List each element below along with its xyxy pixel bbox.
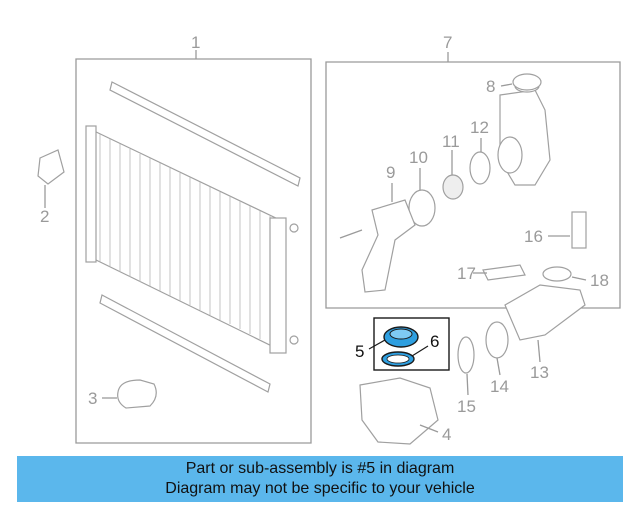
callout-7: 7 bbox=[443, 33, 452, 52]
callout-8: 8 bbox=[486, 77, 495, 96]
banner-line-2: Diagram may not be specific to your vehi… bbox=[165, 480, 475, 497]
callout-6: 6 bbox=[430, 332, 439, 351]
callout-11: 11 bbox=[442, 132, 460, 151]
callout-17: 17 bbox=[457, 264, 476, 283]
callout-9: 9 bbox=[386, 163, 395, 182]
parts-diagram: 1 2 3 4 5 6 7 8 9 10 11 12 13 14 15 16 1… bbox=[37, 33, 621, 445]
callout-5: 5 bbox=[355, 342, 364, 361]
callout-15: 15 bbox=[457, 397, 476, 416]
radiator-panel bbox=[75, 50, 312, 444]
callout-labels: 1 2 3 4 5 6 7 8 9 10 11 12 13 14 15 16 1… bbox=[40, 33, 609, 444]
info-banner: Part or sub-assembly is #5 in diagram Di… bbox=[17, 456, 623, 502]
callout-2: 2 bbox=[40, 207, 49, 226]
callout-16: 16 bbox=[524, 227, 543, 246]
callout-3: 3 bbox=[88, 389, 97, 408]
thermostat-panel bbox=[325, 52, 621, 309]
callout-4: 4 bbox=[442, 425, 451, 444]
callout-12: 12 bbox=[470, 118, 489, 137]
highlight-box bbox=[368, 317, 450, 371]
callout-14: 14 bbox=[490, 377, 509, 396]
callout-13: 13 bbox=[530, 363, 549, 382]
banner-line-1: Part or sub-assembly is #5 in diagram bbox=[185, 460, 455, 477]
leader-lines bbox=[44, 83, 587, 433]
callout-1: 1 bbox=[191, 33, 200, 52]
loose-parts bbox=[37, 149, 586, 445]
callout-10: 10 bbox=[409, 148, 428, 167]
callout-18: 18 bbox=[590, 271, 609, 290]
